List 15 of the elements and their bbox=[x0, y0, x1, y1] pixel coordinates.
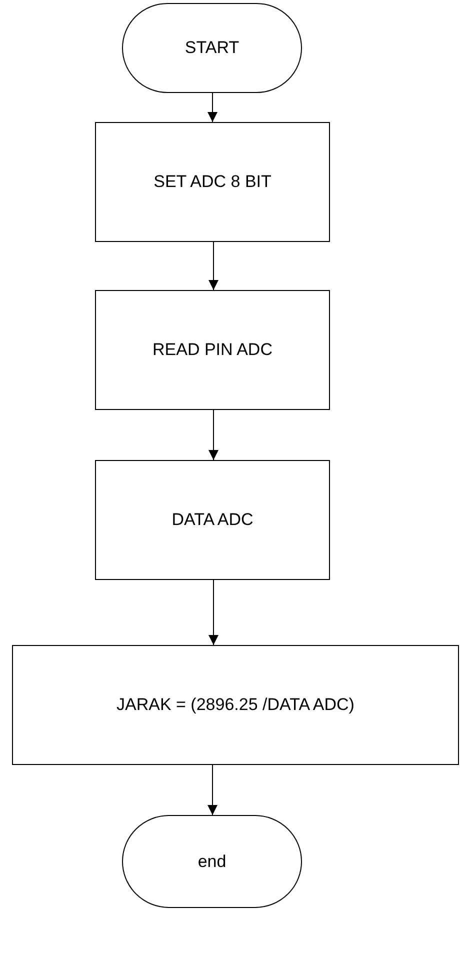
arrow bbox=[208, 242, 218, 290]
arrow bbox=[208, 764, 218, 816]
node-label: end bbox=[198, 852, 226, 872]
arrow bbox=[208, 580, 218, 646]
node-label: READ PIN ADC bbox=[152, 340, 272, 360]
process-box bbox=[12, 645, 459, 765]
process-box bbox=[95, 460, 330, 580]
node-label: START bbox=[184, 38, 240, 58]
node-label: JARAK = (2896.25 /DATA ADC) bbox=[116, 695, 354, 715]
process-box bbox=[95, 122, 330, 242]
process-box bbox=[95, 290, 330, 410]
node-label: SET ADC 8 BIT bbox=[154, 172, 272, 192]
arrow bbox=[208, 92, 218, 122]
node-label: DATA ADC bbox=[172, 510, 254, 530]
arrow bbox=[208, 410, 218, 460]
